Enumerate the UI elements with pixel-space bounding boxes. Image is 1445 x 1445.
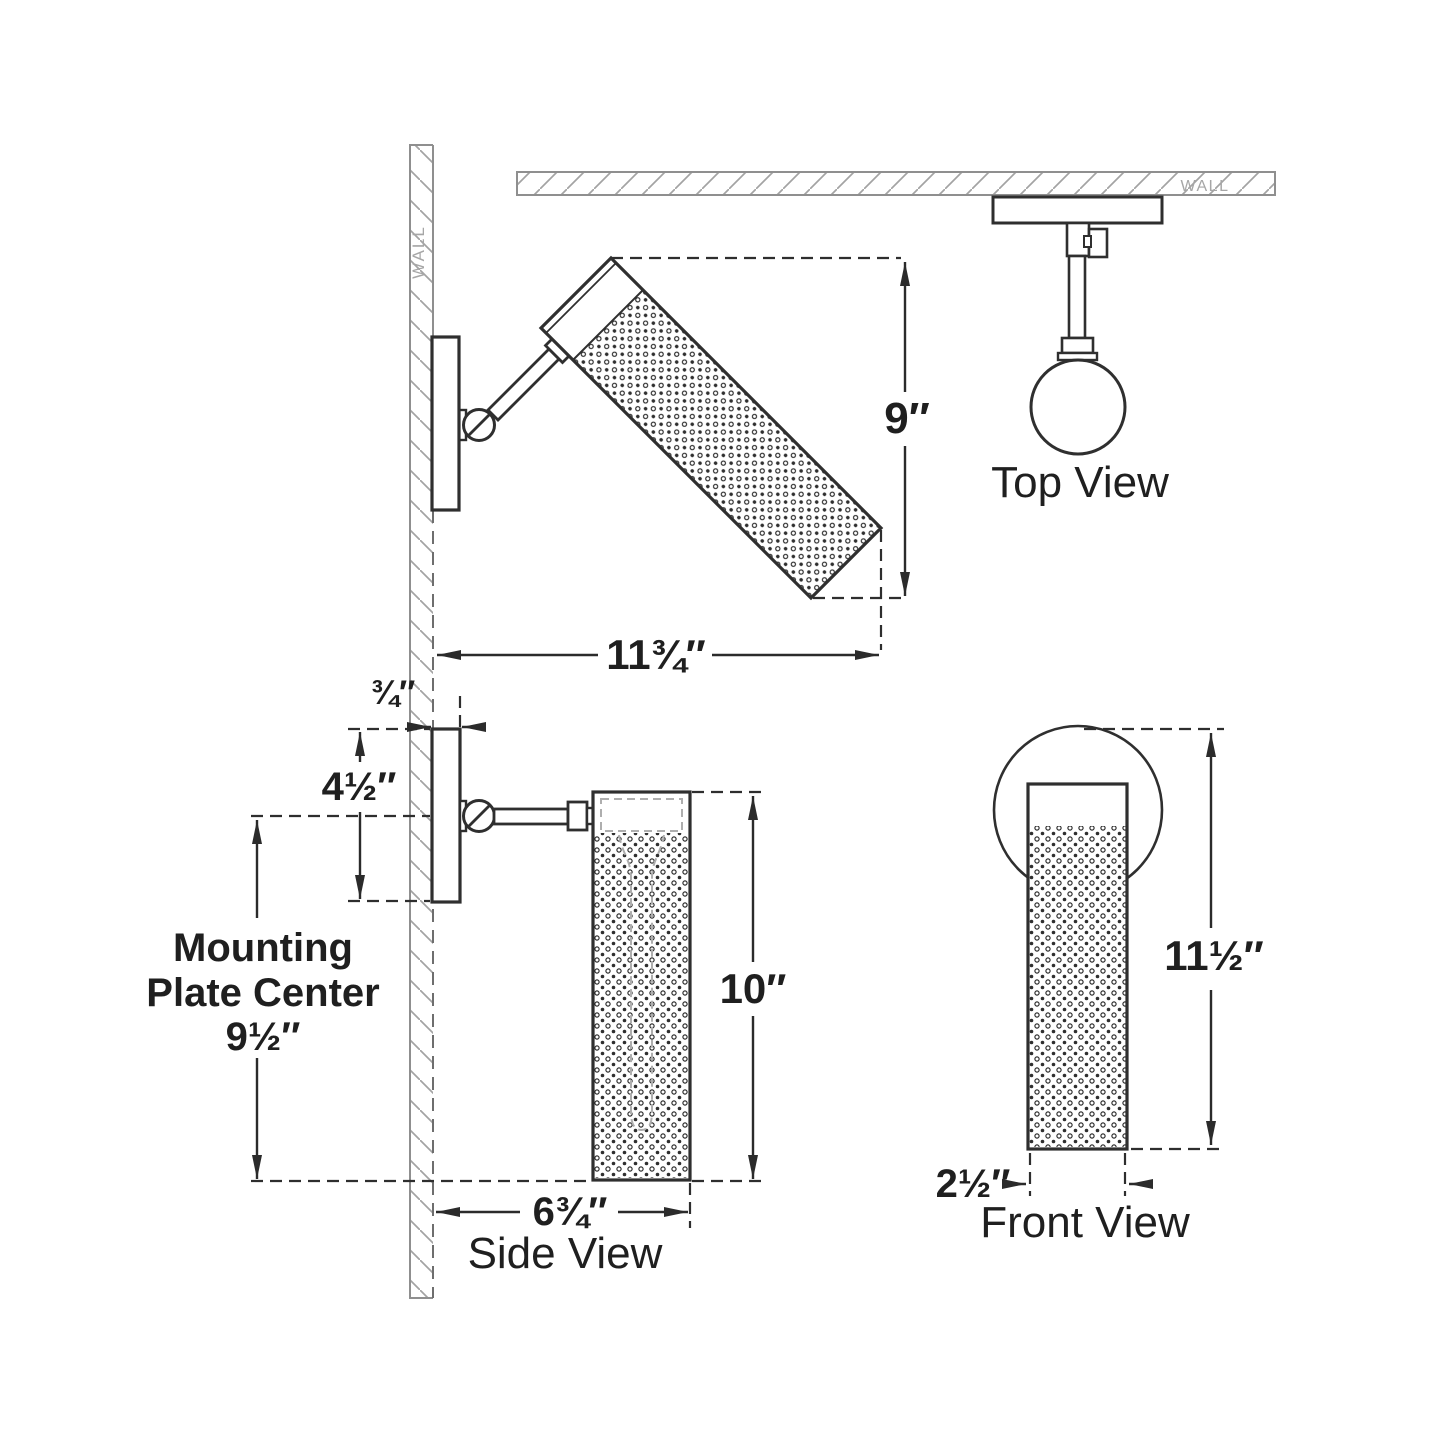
front-view: 11½″ 2½″ Front View <box>936 724 1264 1247</box>
wall-left-hatch <box>410 145 433 1298</box>
angled-arm <box>486 347 561 422</box>
side-view: ¾″ 4½″ Mounting Plate Center 9½″ 10″ 6¾″… <box>146 674 786 1278</box>
dim-95-label: 9½″ <box>226 1015 301 1059</box>
topview-mounting-plate <box>991 195 1164 225</box>
dim-10-label: 10″ <box>720 965 787 1012</box>
wall-label-top: WALL <box>1181 178 1230 195</box>
topview-stem <box>1067 254 1087 340</box>
angled-cap-separator <box>572 289 644 361</box>
dim-25-label: 2½″ <box>936 1162 1011 1206</box>
side-perforation <box>593 833 690 1178</box>
top-view: WALL Top View <box>516 171 1276 507</box>
side-arm <box>492 807 570 826</box>
mounting-label-line1: Mounting <box>173 926 353 970</box>
topview-collar <box>1060 336 1095 355</box>
top-view-label: Top View <box>991 458 1169 507</box>
dim-9-label: 9″ <box>884 394 930 443</box>
wall-left-outline <box>409 144 433 1299</box>
wall-section-left: WALL <box>409 144 434 1299</box>
wall-top-band <box>516 171 1276 196</box>
topview-shade-circle <box>1029 358 1127 456</box>
dim-675-label: 6¾″ <box>533 1190 608 1234</box>
side-screw-slot <box>467 804 491 828</box>
dim-075-label: ¾″ <box>371 674 416 712</box>
side-bulb-hidden <box>618 834 665 1132</box>
side-view-label: Side View <box>468 1229 663 1278</box>
front-view-label: Front View <box>980 1198 1190 1247</box>
dim-45-label: 4½″ <box>322 765 397 809</box>
topview-knuckle-screw <box>1083 235 1092 248</box>
angled-cap-rim <box>545 262 617 334</box>
wall-label-left: WALL <box>409 225 428 279</box>
dim-115-label: 11½″ <box>1164 932 1264 979</box>
angled-perforation <box>573 290 881 598</box>
side-backplate <box>430 727 462 904</box>
side-collar <box>566 800 589 832</box>
mounting-label-line2: Plate Center <box>146 971 379 1015</box>
side-socket-hidden <box>600 798 683 832</box>
front-perforation <box>1028 826 1127 1147</box>
angled-view: 9″ 11¾″ <box>430 255 930 678</box>
dim-1175-label: 11¾″ <box>606 631 706 678</box>
angled-backplate <box>430 335 461 512</box>
angled-screw-slot <box>467 413 491 437</box>
